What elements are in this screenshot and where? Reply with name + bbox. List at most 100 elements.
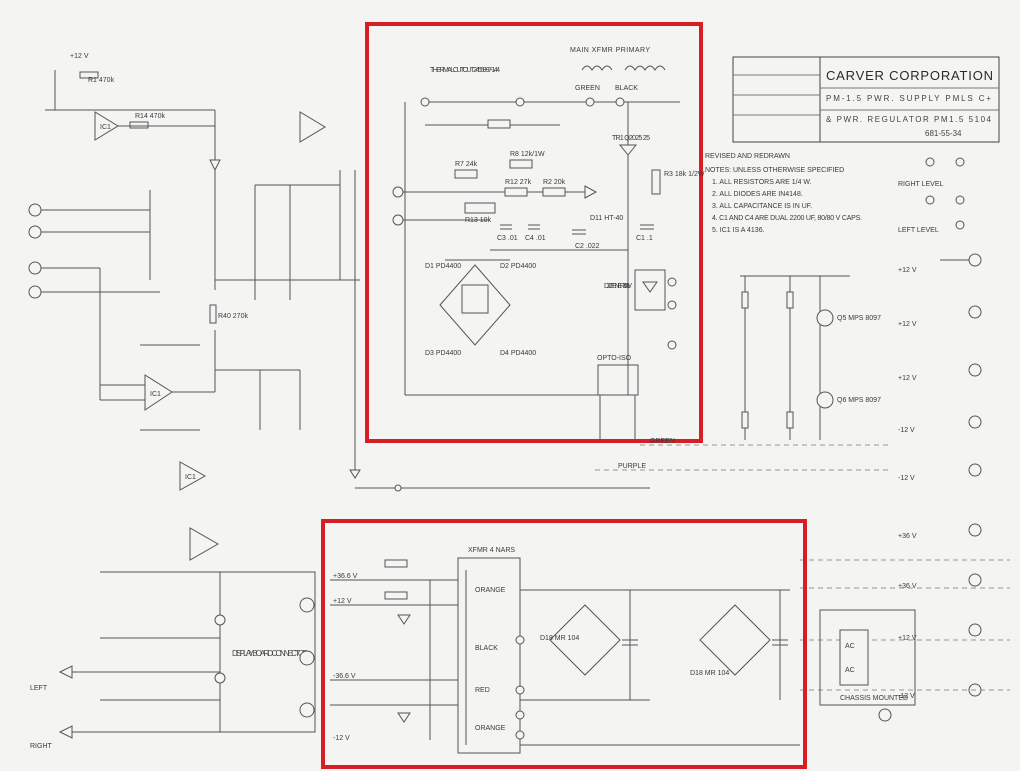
rail-3: +12 V bbox=[898, 375, 917, 382]
upper-highlight-box bbox=[365, 22, 703, 443]
input-jack-4 bbox=[28, 285, 42, 299]
d3-label: D3 PD4400 bbox=[425, 350, 461, 357]
input-jack-3 bbox=[28, 261, 42, 275]
green-wire-label: GREEN bbox=[650, 438, 675, 445]
diac-d11 bbox=[584, 185, 598, 199]
ac-label-1: AC bbox=[845, 643, 855, 650]
zener-label: D22 ZENER 300 V bbox=[604, 283, 632, 290]
resistor-r4 bbox=[487, 119, 511, 129]
d1-label: D1 PD4400 bbox=[425, 263, 461, 270]
connector-5 bbox=[299, 597, 315, 613]
title-sheet-no: 681-55-34 bbox=[925, 129, 962, 138]
connector-3 bbox=[299, 702, 315, 718]
thermal-cutout-label: THERMAL CUTOUT 24558-97-144 bbox=[430, 67, 500, 74]
title-company: CARVER CORPORATION bbox=[826, 68, 994, 83]
resistor-r40 bbox=[209, 304, 217, 324]
zener-block bbox=[634, 269, 666, 311]
resistor-r12 bbox=[504, 187, 528, 197]
r40-label: R40 270k bbox=[218, 313, 248, 320]
rail-7: +36 V bbox=[898, 583, 917, 590]
diode-d bbox=[209, 159, 221, 172]
zener-d22 bbox=[642, 281, 658, 293]
note-3: 3. ALL CAPACITANCE IS IN UF. bbox=[712, 203, 812, 210]
rail-9: -12 V bbox=[898, 693, 915, 700]
d4-label: D4 PD4400 bbox=[500, 350, 536, 357]
resistor-r13 bbox=[464, 202, 496, 214]
sec-black: BLACK bbox=[475, 645, 498, 652]
c3-label: C3 .01 bbox=[497, 235, 518, 242]
ic1-a-label: IC1 bbox=[100, 124, 111, 131]
xfmr-header: XFMR 4 NARS bbox=[468, 547, 515, 554]
rail-5: -12 V bbox=[898, 475, 915, 482]
rail-pos-12: +12 V bbox=[333, 598, 352, 605]
diode-bridge bbox=[439, 264, 511, 346]
purple-wire-label: PURPLE bbox=[618, 463, 646, 470]
ac-label-2: AC bbox=[845, 667, 855, 674]
r12-label: R12 27k bbox=[505, 179, 532, 186]
r1-label: R1 470k bbox=[88, 77, 115, 84]
triac-tr1 bbox=[618, 144, 638, 156]
title-line3: & PWR. REGULATOR PM1.5 5104 bbox=[826, 115, 992, 124]
rail-2: +12 V bbox=[898, 321, 917, 328]
bridge-left-label: D18 MR 104 bbox=[540, 635, 579, 642]
connector-4 bbox=[299, 650, 315, 666]
q6-label: Q6 MPS 8097 bbox=[837, 397, 881, 404]
triac-label: TR1 Q2025 25 bbox=[612, 135, 650, 142]
notes-heading: NOTES: UNLESS OTHERWISE SPECIFIED bbox=[705, 167, 844, 174]
c4-label: C4 .01 bbox=[525, 235, 546, 242]
r3-label: R3 18k 1/2W bbox=[664, 171, 705, 178]
left-level-label: LEFT LEVEL bbox=[898, 227, 939, 234]
right-label: RIGHT bbox=[30, 743, 53, 750]
led-right bbox=[58, 725, 73, 739]
chassis-connector bbox=[878, 708, 892, 722]
c2-label: C2 .022 bbox=[575, 243, 600, 250]
bridge-left bbox=[549, 604, 621, 676]
resistor-r2 bbox=[542, 187, 566, 197]
ic1-opamp-c bbox=[179, 461, 207, 491]
d2-label: D2 PD4400 bbox=[500, 263, 536, 270]
resistor-r7 bbox=[454, 169, 478, 179]
transformer-secondary bbox=[457, 557, 521, 754]
opto-label: OPTO-ISO bbox=[597, 355, 632, 362]
title-line2: PM-1.5 PWR. SUPPLY PMLS C+ bbox=[826, 94, 991, 103]
chassis-block bbox=[819, 609, 916, 706]
lower-highlight-box bbox=[321, 519, 807, 769]
pin-left-2 bbox=[392, 214, 404, 226]
right-section: RIGHT LEVEL LEFT LEVEL Q5 MPS 8097 Q6 MP… bbox=[595, 157, 1010, 722]
primary-winding-2 bbox=[624, 65, 666, 71]
r7-label: R7 24k bbox=[455, 161, 478, 168]
left-section: +12 V R1 470k IC1 R14 470k R40 270k bbox=[28, 53, 650, 750]
primary-winding-1 bbox=[581, 65, 613, 71]
opto-iso bbox=[597, 364, 639, 396]
transistor-q6 bbox=[816, 391, 834, 409]
zener-lower bbox=[397, 712, 411, 723]
chassis-rectifier bbox=[839, 629, 869, 686]
sec-orange-2: ORANGE bbox=[475, 725, 506, 732]
r13-label: R13 10k bbox=[465, 217, 492, 224]
note-2: 2. ALL DIODES ARE IN4148. bbox=[712, 191, 803, 198]
note-4: 4. C1 AND C4 ARE DUAL 2200 UF, 80/80 V C… bbox=[712, 215, 862, 222]
rail-neg-12: -12 V bbox=[333, 735, 350, 742]
ic1-opamp-small bbox=[299, 111, 326, 143]
bridge-right-label: D18 MR 104 bbox=[690, 670, 729, 677]
chassis-label: CHASSIS MOUNTED bbox=[840, 695, 908, 702]
right-level-label: RIGHT LEVEL bbox=[898, 181, 943, 188]
r14-label: R14 470k bbox=[135, 113, 165, 120]
sec-orange-1: ORANGE bbox=[475, 587, 506, 594]
display-board bbox=[219, 571, 316, 733]
ic1-b-label: IC1 bbox=[150, 391, 161, 398]
sec-red: RED bbox=[475, 687, 490, 694]
ic1-c-label: IC1 bbox=[185, 474, 196, 481]
input-jack-1 bbox=[28, 203, 42, 217]
wire-black-label: BLACK bbox=[615, 85, 638, 92]
rail-neg-36: -36.6 V bbox=[333, 673, 356, 680]
resistor-r3 bbox=[651, 169, 661, 195]
left-label: LEFT bbox=[30, 685, 48, 692]
upper-regulator-section: THERMAL CUTOUT 24558-97-144 MAIN XFMR PR… bbox=[365, 22, 705, 443]
led-left bbox=[58, 665, 73, 679]
c1-label: C1 .1 bbox=[636, 235, 653, 242]
resistor-r8 bbox=[509, 159, 533, 169]
left-supply-label: +12 V bbox=[70, 53, 89, 60]
rail-pos-36: +36.6 V bbox=[333, 573, 358, 580]
